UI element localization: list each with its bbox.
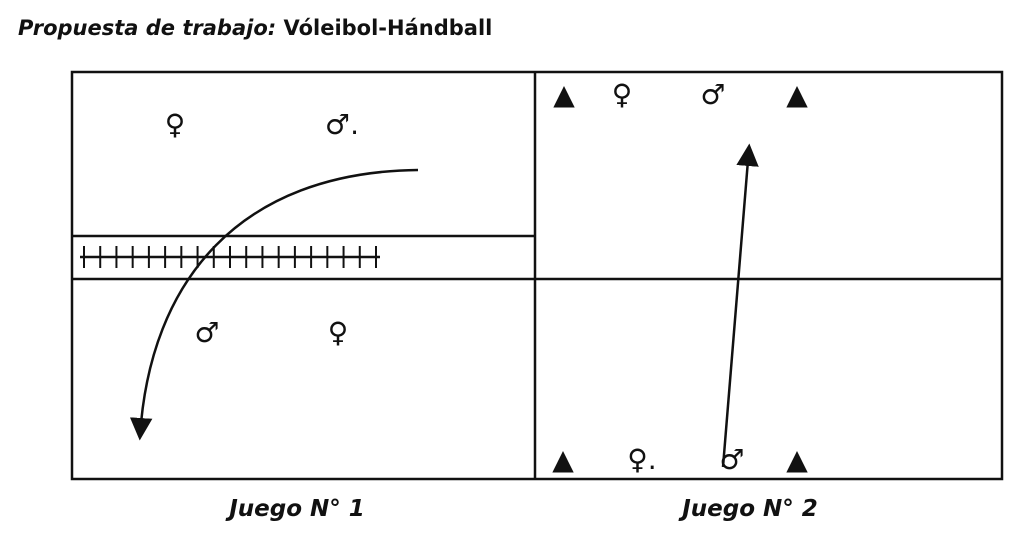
game1-throw-arrow bbox=[129, 168, 419, 441]
game2-male-player-bottom: ♂ bbox=[719, 443, 744, 476]
net-ticks bbox=[83, 246, 377, 268]
game1-male-player-bottom: ♂ bbox=[194, 316, 219, 349]
title-main: Vóleibol-Hándball bbox=[283, 16, 493, 40]
title-prefix: Propuesta de trabajo: bbox=[18, 16, 277, 40]
volleyball-net bbox=[80, 246, 380, 268]
game2-cone-top-left: ▲ bbox=[553, 78, 575, 111]
game1-male-player-with-ball: ♂. bbox=[325, 108, 359, 141]
game2-cone-bottom-left: ▲ bbox=[552, 443, 574, 476]
game1-female-player-top: ♀ bbox=[165, 108, 186, 141]
page-title: Propuesta de trabajo: Vóleibol-Hándball bbox=[18, 16, 492, 40]
game2-male-player-top: ♂ bbox=[700, 78, 725, 111]
game2-female-player-top: ♀ bbox=[612, 78, 633, 111]
game1-caption: Juego N° 1 bbox=[225, 496, 365, 522]
game2-caption: Juego N° 2 bbox=[678, 496, 818, 522]
game1-female-player-bottom: ♀ bbox=[328, 316, 349, 349]
game2-female-player-with-ball: ♀. bbox=[627, 443, 656, 476]
court-outline bbox=[70, 70, 1004, 481]
game2-cone-bottom-right: ▲ bbox=[786, 443, 808, 476]
game2-cone-top-right: ▲ bbox=[786, 78, 808, 111]
game2-pass-arrow bbox=[721, 143, 759, 468]
